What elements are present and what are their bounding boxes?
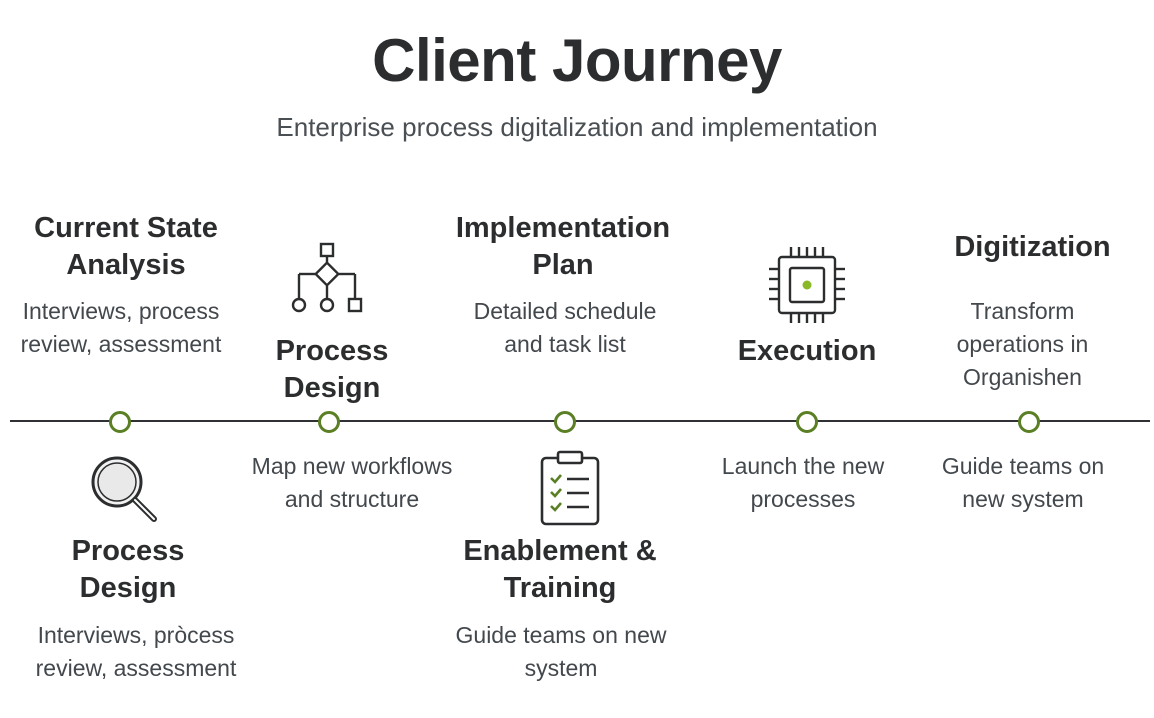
timeline-line <box>10 420 1150 422</box>
stage-desc-execution: Launch the new processes <box>721 453 885 512</box>
magnifier-icon <box>90 455 160 530</box>
stage-heading-enablement-training: Enablement & Training <box>463 535 657 604</box>
timeline-node-5 <box>1018 411 1040 433</box>
stage-desc-implementation-plan: Detailed schedule and task list <box>473 298 657 357</box>
stage-desc-digitization-below: Guide teams on new system <box>941 453 1105 512</box>
page-title: Client Journey <box>372 27 782 94</box>
stage-desc-enablement-training: Guide teams on new system <box>455 622 667 681</box>
timeline-node-2 <box>318 411 340 433</box>
stage-heading-process-design: Process Design <box>275 335 389 404</box>
timeline-node-1 <box>109 411 131 433</box>
timeline-node-3 <box>554 411 576 433</box>
stage-heading-execution: Execution <box>737 335 877 367</box>
timeline-node-4 <box>796 411 818 433</box>
stage-desc-process-design-below: Interviews, pròcess review, assessment <box>35 622 237 681</box>
stage-desc-process-design: Map new workflows and structure <box>251 453 453 512</box>
stage-desc-current-state: Interviews, process review, assessment <box>20 298 222 357</box>
page-subtitle: Enterprise process digitalization and im… <box>276 112 878 142</box>
stage-heading-process-design-below: Process Design <box>71 535 185 604</box>
flowchart-icon <box>288 242 368 323</box>
stage-heading-implementation-plan: Implementation Plan <box>455 212 671 281</box>
chip-icon <box>767 247 847 328</box>
stage-heading-digitization: Digitization <box>954 231 1111 263</box>
stage-desc-digitization: Transform operations in Organishen <box>956 298 1089 390</box>
checklist-icon <box>538 450 604 533</box>
stage-heading-current-state: Current State Analysis <box>34 212 218 281</box>
